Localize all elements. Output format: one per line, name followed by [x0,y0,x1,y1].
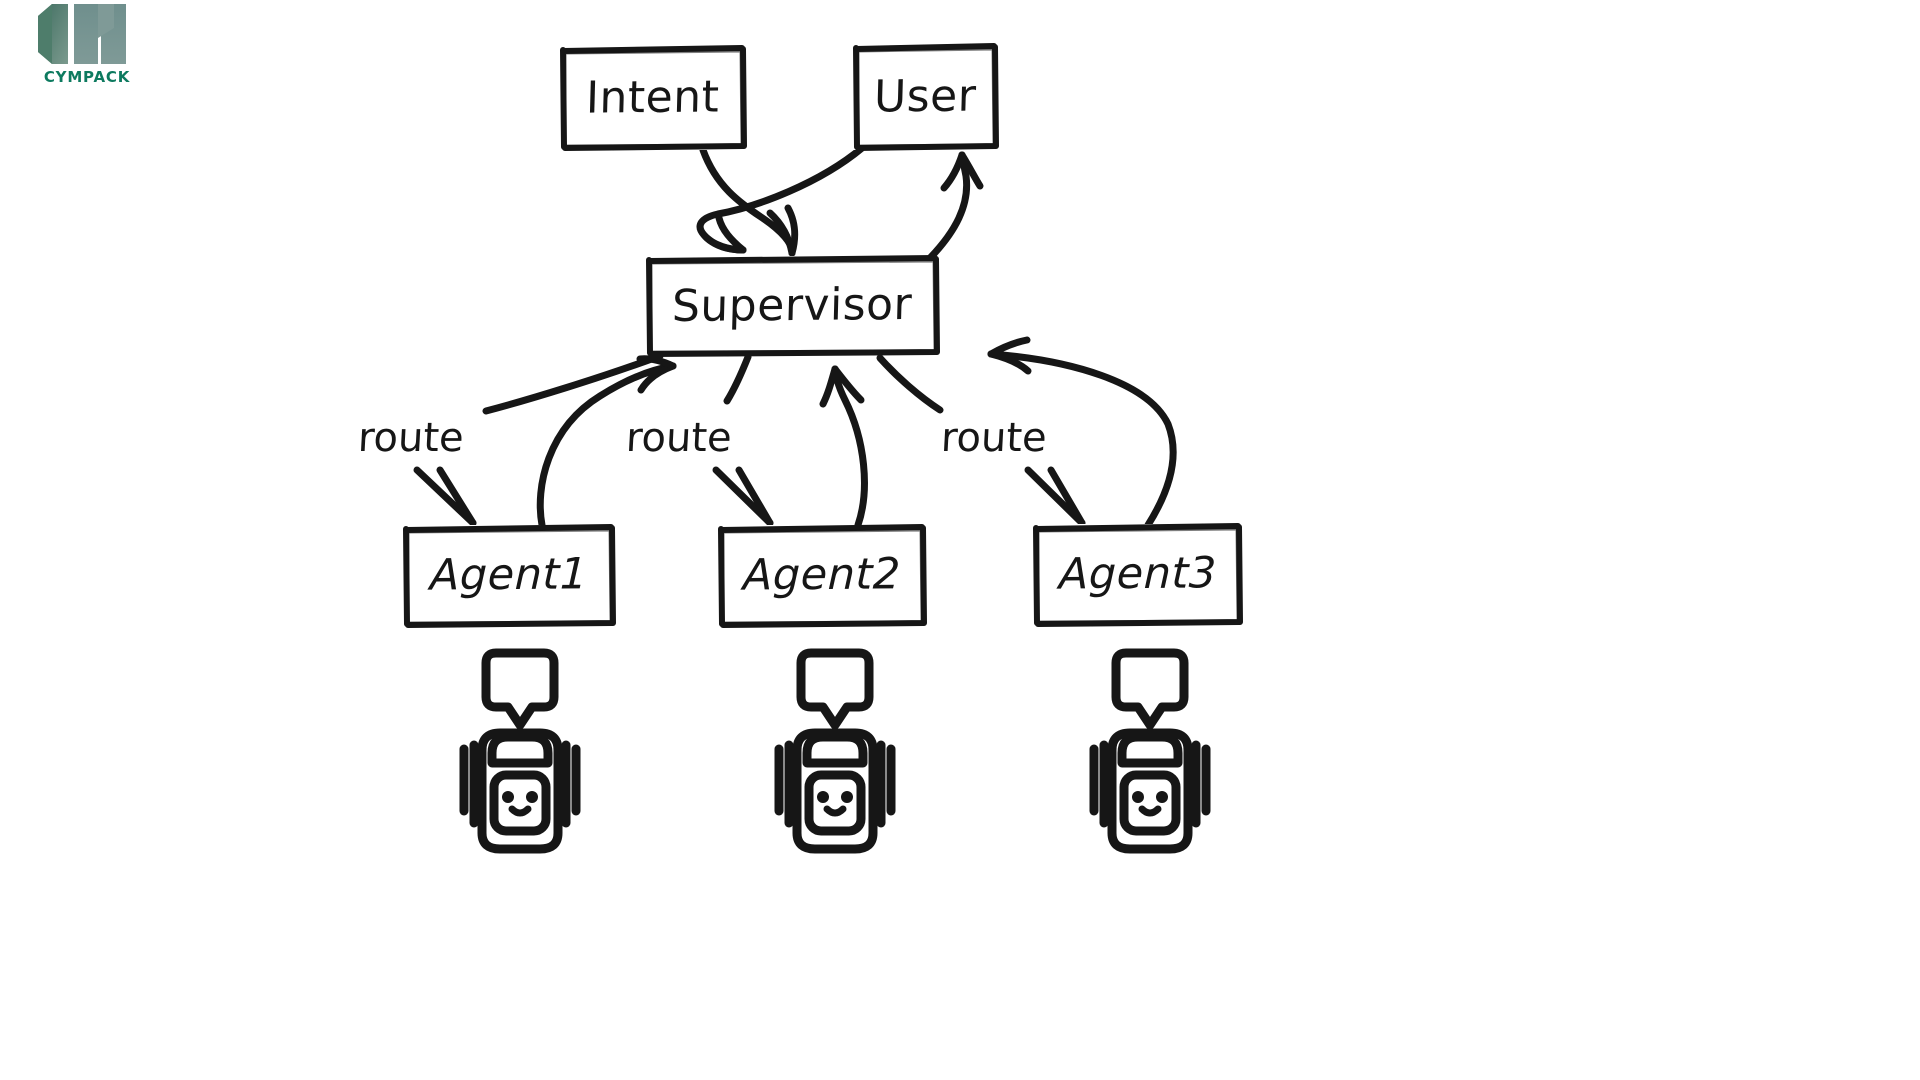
edge-agent1-to-supervisor [536,362,677,529]
brand-wordmark: CYMPACK [43,68,131,86]
robot-smile [1138,805,1162,817]
robot-smile [823,805,847,817]
edge-label-route-1: route [356,415,465,461]
node-supervisor-label: Supervisor [671,278,913,332]
edge-label-route-2: route [624,415,733,461]
robot-icon [774,648,896,854]
edge-intent-to-supervisor [699,146,796,257]
edge-supervisor-to-agent1-stem [482,352,664,415]
sketch-rectangle [403,524,616,628]
node-user-label: User [873,70,978,123]
edge-supervisor-to-agent2-stem [723,353,752,405]
edge-supervisor-to-user [926,151,971,262]
robot-eye-left [817,791,829,803]
edge-supervisor-to-agent3-stem [876,354,944,414]
edge-agent3-to-supervisor [987,350,1177,529]
sketch-rectangle [560,45,747,151]
brand-logo: CYMPACK [22,4,152,96]
sketch-rectangle [646,255,940,357]
node-agent3[interactable]: Agent3 [1033,523,1243,627]
node-intent[interactable]: Intent [560,45,747,151]
robot-icon [459,648,581,854]
node-agent1-label: Agent1 [429,549,589,601]
robot-eye-right [526,791,538,803]
node-agent3-label: Agent3 [1058,548,1218,600]
robot-eye-right [841,791,853,803]
robot-eye-right [1156,791,1168,803]
robot-icon [1089,648,1211,854]
robot-eye-left [1132,791,1144,803]
edge-agent2-to-supervisor [831,365,868,529]
node-user[interactable]: User [853,43,999,151]
node-agent2[interactable]: Agent2 [718,524,927,628]
node-agent2-label: Agent2 [742,549,902,601]
node-intent-label: Intent [585,70,721,124]
node-agent1[interactable]: Agent1 [403,524,616,628]
node-supervisor[interactable]: Supervisor [646,255,940,357]
robot-eye-left [502,791,514,803]
robot-smile [508,805,532,817]
sketch-rectangle [1033,523,1243,627]
edge-label-route-3: route [939,415,1048,461]
sketch-rectangle [718,524,927,628]
cympack-logo-icon [38,4,126,64]
sketch-rectangle [853,43,999,151]
